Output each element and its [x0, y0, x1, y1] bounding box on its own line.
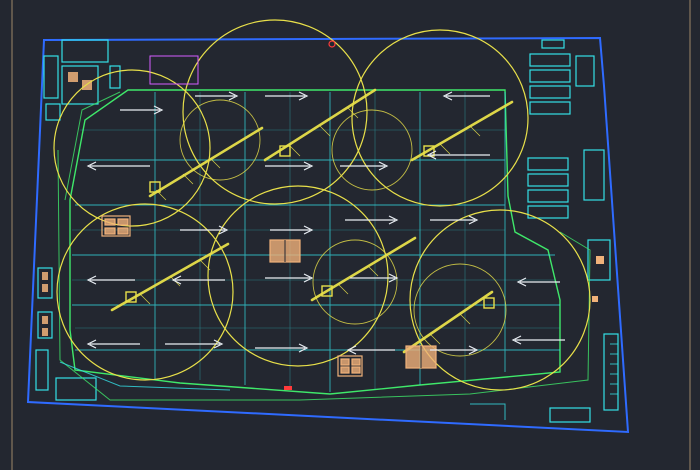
right-facilities	[527, 39, 619, 423]
right-facility-grid	[610, 343, 618, 395]
yard-markings	[284, 240, 422, 368]
cad-frame-icon	[11, 0, 691, 470]
crane-jib	[110, 88, 514, 354]
column-grid	[72, 92, 560, 392]
arrow-icon	[86, 91, 565, 355]
inner-road	[64, 91, 121, 201]
temporary-road	[57, 149, 591, 401]
building-footprint	[69, 89, 561, 395]
crane-inner-circle	[179, 99, 507, 357]
site-boundary	[26, 36, 630, 434]
crane-mast	[125, 145, 495, 309]
left-facilities-detail	[42, 72, 92, 336]
crane-circle-icon	[53, 19, 591, 391]
crane-jib-lattice	[139, 107, 481, 345]
site-markers	[149, 40, 604, 390]
bottom-lines	[59, 361, 506, 420]
secondary-grid	[72, 92, 560, 390]
